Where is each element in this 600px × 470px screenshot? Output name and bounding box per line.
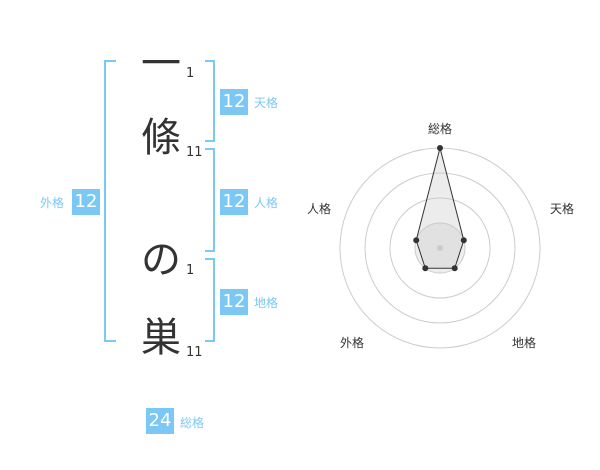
stroke-count-4: 11 bbox=[186, 345, 203, 360]
radar-point-1 bbox=[460, 237, 467, 244]
jinkaku-bracket bbox=[205, 148, 215, 252]
stroke-count-1: 1 bbox=[186, 66, 195, 81]
name-char-4: 巣 bbox=[141, 315, 181, 361]
radar-ring-3 bbox=[364, 172, 516, 324]
gaikaku-bracket bbox=[104, 60, 116, 342]
radar-axis-label-chikaku: 地格 bbox=[512, 336, 537, 350]
jinkaku-value: 12 bbox=[220, 189, 248, 215]
tenkaku-value: 12 bbox=[220, 89, 248, 115]
tenkaku-label: 天格 bbox=[254, 96, 279, 110]
stroke-count-2: 11 bbox=[186, 145, 203, 160]
chikaku-value: 12 bbox=[220, 289, 248, 315]
soukaku-label: 総格 bbox=[180, 416, 205, 430]
radar-series-polygon bbox=[415, 147, 465, 269]
name-char-1: 一 bbox=[141, 41, 181, 87]
name-char-2: 條 bbox=[141, 115, 181, 161]
radar-point-2 bbox=[451, 265, 458, 272]
radar-axis-label-gaikaku: 外格 bbox=[340, 336, 365, 350]
stroke-count-3: 1 bbox=[186, 263, 195, 278]
radar-axis-label-jinkaku: 人格 bbox=[307, 202, 332, 216]
radar-axis-label-soukaku: 総格 bbox=[428, 122, 453, 136]
chikaku-label: 地格 bbox=[254, 296, 279, 310]
gaikaku-label: 外格 bbox=[40, 196, 65, 210]
radar-point-3 bbox=[422, 265, 429, 272]
radar-point-0 bbox=[437, 145, 443, 151]
gaikaku-value: 12 bbox=[72, 189, 100, 215]
radar-axis-label-tenkaku: 天格 bbox=[550, 202, 575, 216]
chikaku-bracket bbox=[205, 258, 215, 342]
jinkaku-label: 人格 bbox=[254, 196, 279, 210]
tenkaku-bracket bbox=[205, 60, 215, 142]
soukaku-value: 24 bbox=[146, 408, 174, 434]
radar-center bbox=[437, 245, 443, 251]
name-char-3: の bbox=[141, 237, 181, 283]
radar-ring-2 bbox=[389, 197, 491, 299]
radar-point-4 bbox=[413, 237, 420, 244]
